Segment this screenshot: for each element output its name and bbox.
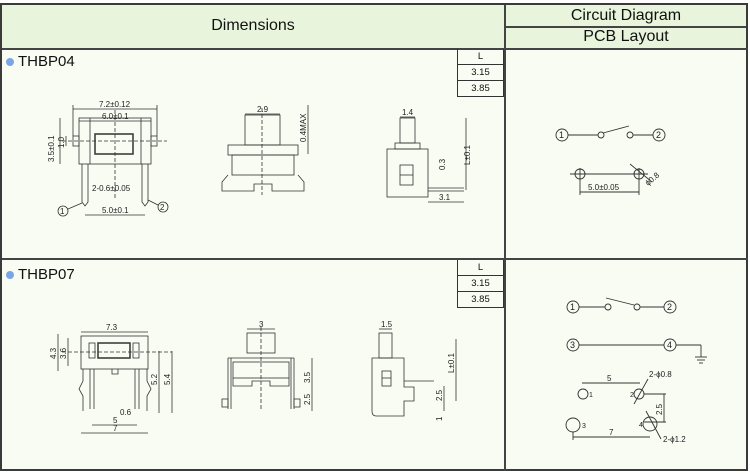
model-name: THBP04 (18, 53, 75, 70)
spec-sheet-frame: Dimensions Circuit Diagram PCB Layout TH… (0, 3, 748, 471)
l-table-header: L (477, 51, 484, 62)
l-table-thbp04: L 3.15 3.85 (457, 49, 504, 97)
thbp07-circuit-pcb: 1 2 3 4 5 2-ϕ0.8 2.5 7 2-ϕ1.2 1 2 3 4 (565, 297, 707, 444)
circuit-node: 1 (570, 302, 575, 312)
dim-label: 3.6 (59, 347, 68, 359)
thbp04-side-view (221, 105, 309, 195)
dim-label: 2-0.6±0.05 (92, 184, 131, 193)
pin-number: 2 (160, 203, 165, 212)
pcb-pad: 3 (582, 423, 586, 430)
thbp07-profile-view (371, 328, 457, 417)
circuit-node: 2 (667, 302, 672, 312)
dim-label: 0.3 (438, 158, 447, 170)
thbp07-dimensions-drawing: 7.3 4.3 3.6 5.2 5.4 0.6 5 7 3 3.5 2.5 (49, 320, 457, 434)
pcb-pad: 1 (589, 392, 593, 399)
dim-label: 5.4 (163, 373, 172, 385)
thbp07-side-view (221, 327, 313, 411)
bullet-icon (6, 270, 14, 279)
dim-label: 2.9 (257, 105, 269, 114)
pcb-pad: 4 (639, 422, 643, 429)
dim-label: 3.5 (303, 371, 312, 383)
header-pcb-layout: PCB Layout (583, 28, 669, 45)
thbp04-profile-view (386, 116, 467, 203)
dim-label: 5.0±0.1 (102, 206, 129, 215)
dim-label: 5 (113, 416, 118, 425)
l-table-value: 3.85 (458, 291, 503, 307)
thbp04-circuit-pcb: 1 2 5.0±0.05 ϕ0.8 (555, 125, 666, 195)
model-label-thbp04: THBP04 (6, 53, 75, 70)
circuit-node: 2 (656, 130, 661, 140)
dim-label: 2.5 (303, 393, 312, 405)
thbp07-front-view (57, 331, 173, 434)
thbp04-front-view (57, 105, 169, 217)
dim-label: 1.5 (381, 320, 393, 329)
header-sub-divider (506, 26, 746, 28)
pcb-dim: ϕ0.8 (644, 170, 662, 187)
thbp04-dimensions-drawing: 7.2±0.12 6.0±0.1 3.5±0.1 1.0 2-0.6±0.05 … (47, 100, 472, 217)
pin-number: 1 (60, 207, 65, 216)
dim-label: 0.4MAX (299, 113, 308, 142)
header-divider (2, 48, 748, 50)
header-circuit-diagram: Circuit Diagram (570, 7, 682, 24)
dim-label: L±0.1 (463, 144, 472, 165)
circuit-node: 1 (559, 130, 564, 140)
dim-label: 7.3 (106, 323, 118, 332)
l-table-value: 3.15 (458, 64, 503, 80)
circuit-node: 4 (667, 340, 672, 350)
pcb-dim: 5.0±0.05 (588, 183, 620, 192)
dim-label: 0.6 (120, 408, 132, 417)
circuit-node: 3 (570, 340, 575, 350)
l-table-value: 3.85 (458, 80, 503, 96)
model-label-thbp07: THBP07 (6, 266, 75, 283)
dim-label: 7.2±0.12 (99, 100, 131, 109)
dim-label: 7 (113, 424, 118, 433)
pcb-pad: 2 (630, 392, 634, 399)
l-table-header: L (477, 262, 484, 273)
pcb-dim: 2.5 (655, 403, 664, 415)
dim-label: 1.0 (57, 136, 66, 148)
header-dimensions: Dimensions (211, 17, 295, 34)
dim-label: 4.3 (49, 347, 58, 359)
dim-label: 1 (435, 416, 444, 421)
dim-label: 2.5 (435, 389, 444, 401)
l-table-thbp07: L 3.15 3.85 (457, 260, 504, 308)
pcb-dim: 5 (607, 374, 612, 383)
dim-label: L±0.1 (447, 352, 456, 373)
dim-label: 6.0±0.1 (102, 112, 129, 121)
pcb-dim: 2-ϕ1.2 (663, 435, 686, 444)
bullet-icon (6, 57, 14, 66)
header-dimensions-bg (2, 5, 504, 48)
pcb-dim: 7 (609, 428, 614, 437)
l-table-value: 3.15 (458, 275, 503, 291)
dim-label: 5.2 (150, 373, 159, 385)
dim-label: 3.5±0.1 (47, 135, 56, 162)
row-divider (2, 258, 748, 260)
dim-label: 3.1 (439, 193, 451, 202)
dim-label: 3 (259, 320, 264, 329)
pcb-dim: 2-ϕ0.8 (649, 370, 672, 379)
dim-label: 1.4 (402, 108, 414, 117)
model-name: THBP07 (18, 266, 75, 283)
column-divider (504, 5, 506, 471)
